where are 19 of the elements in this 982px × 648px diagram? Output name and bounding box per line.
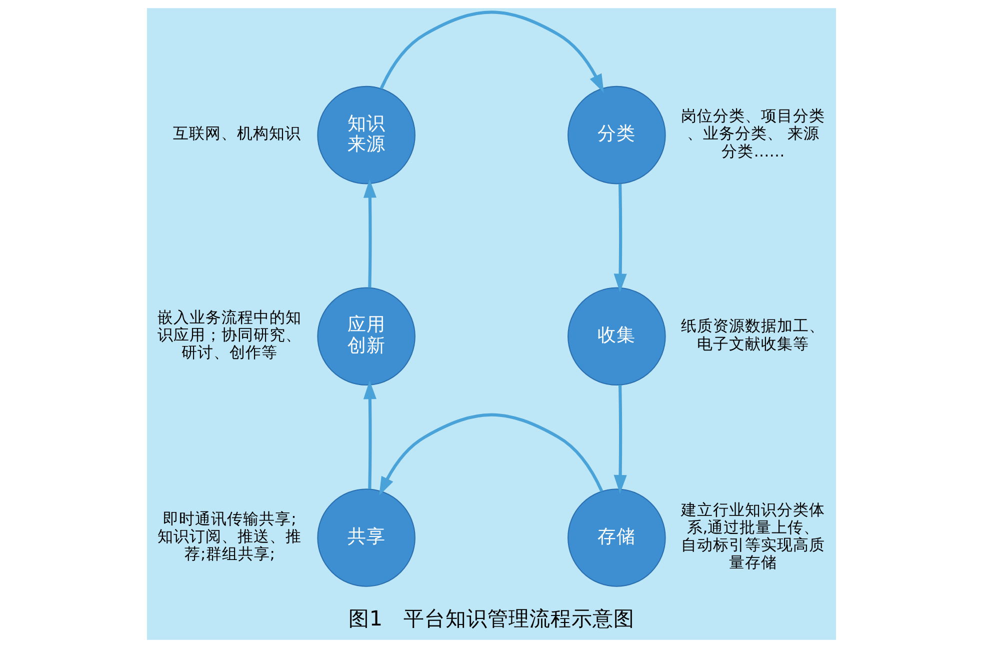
node-circle: 分类 — [567, 86, 666, 184]
node-label: 互联网、机构知识 — [172, 124, 301, 143]
node-label: 岗位分类、项目分类、业务分类、 来源分类…… — [680, 107, 825, 160]
node-circle: 知识来源 — [316, 86, 415, 184]
node-circle: 收集 — [567, 287, 666, 386]
node-label: 即时通讯传输共享;知识订阅、推送、推荐;群组共享; — [157, 510, 302, 563]
node-label: 纸质资源数据加工、电子文献收集等 — [680, 317, 825, 353]
caption: 图1 平台知识管理流程示意图 — [348, 606, 634, 630]
arrow — [362, 380, 376, 490]
node-label: 嵌入业务流程中的知识应用；协同研究、研讨、创作等 — [157, 308, 302, 362]
node-label: 建立行业知识分类体系,通过批量上传、自动标引等实现高质量存储 — [680, 500, 825, 572]
arrow — [613, 385, 626, 494]
arrow — [378, 413, 603, 496]
node-circle: 存储 — [567, 488, 666, 587]
node-circle: 应用创新 — [316, 287, 415, 386]
arrow — [613, 184, 626, 292]
arrow — [362, 179, 376, 288]
arrow — [379, 10, 604, 93]
node-circle: 共享 — [316, 488, 415, 587]
